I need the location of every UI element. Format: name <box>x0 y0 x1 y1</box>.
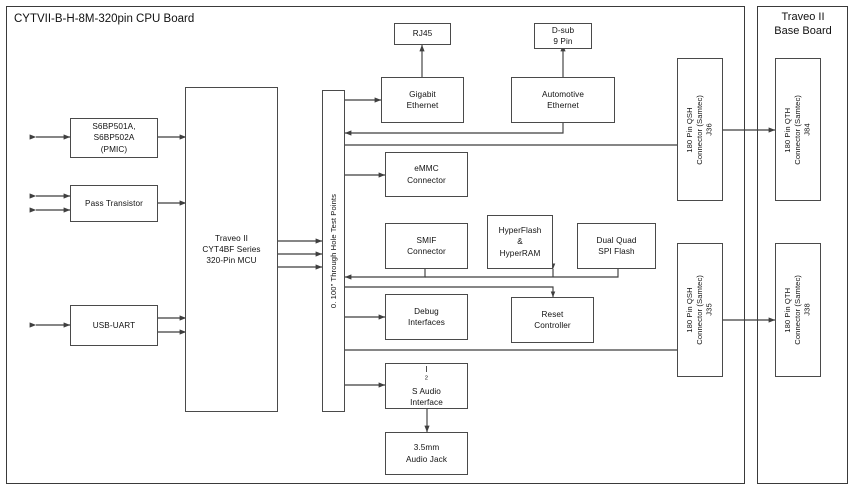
block-emmc-connector-label: eMMC Connector <box>407 164 446 185</box>
connector-qsh-j36[interactable]: 180 Pin QSH Connector (Samtec) J36 <box>677 58 723 201</box>
connector-qsh-j36-label: 180 Pin QSH Connector (Samtec) J36 <box>685 94 714 165</box>
block-reset-controller-label: Reset Controller <box>534 309 571 330</box>
connector-qth-j38[interactable]: 180 Pin QTH Connector (Samtec) J38 <box>775 243 821 377</box>
block-dsub-9pin-label: D-sub 9 Pin <box>551 25 575 46</box>
block-dual-quad-spi-flash-label: Dual Quad SPI Flash <box>596 235 637 256</box>
block-audio-jack[interactable]: 3.5mm Audio Jack <box>385 432 468 475</box>
block-debug-interfaces[interactable]: Debug Interfaces <box>385 294 468 340</box>
block-usb-uart[interactable]: USB-UART <box>70 305 158 346</box>
connector-qsh-j35[interactable]: 180 Pin QSH Connector (Samtec) J35 <box>677 243 723 377</box>
block-hyperflash-hyperram-label: HyperFlash & HyperRAM <box>498 226 542 258</box>
frame-base-board <box>757 6 848 484</box>
block-emmc-connector[interactable]: eMMC Connector <box>385 152 468 197</box>
block-rj45[interactable]: RJ45 <box>394 23 451 45</box>
block-rj45-label: RJ45 <box>412 29 433 39</box>
block-automotive-ethernet[interactable]: Automotive Ethernet <box>511 77 615 123</box>
block-test-points-label: 0. 100" Through Hole Test Points <box>328 193 338 309</box>
block-pmic[interactable]: S6BP501A, S6BP502A (PMIC) <box>70 118 158 158</box>
cpu-board-title: CYTVII-B-H-8M-320pin CPU Board <box>14 13 195 25</box>
block-automotive-ethernet-label: Automotive Ethernet <box>542 89 584 110</box>
connector-qsh-j35-label: 180 Pin QSH Connector (Samtec) J35 <box>685 275 714 345</box>
block-debug-interfaces-label: Debug Interfaces <box>408 306 445 327</box>
i2s-prefix: I <box>425 364 428 374</box>
block-gigabit-ethernet[interactable]: Gigabit Ethernet <box>381 77 464 123</box>
block-hyperflash-hyperram[interactable]: HyperFlash & HyperRAM <box>487 215 553 269</box>
i2s-suffix: S Audio Interface <box>410 387 443 408</box>
connector-qth-j84[interactable]: 180 Pin QTH Connector (Samtec) J84 <box>775 58 821 201</box>
connector-qth-j84-label: 180 Pin QTH Connector (Samtec) J84 <box>783 94 812 165</box>
block-pass-transistor-label: Pass Transistor <box>85 198 143 208</box>
block-traveo-mcu-label: Traveo II CYT4BF Series 320-Pin MCU <box>202 233 261 266</box>
block-test-points[interactable]: 0. 100" Through Hole Test Points <box>322 90 345 412</box>
frame-cpu-board <box>6 6 745 484</box>
block-pmic-label: S6BP501A, S6BP502A (PMIC) <box>92 122 136 154</box>
block-reset-controller[interactable]: Reset Controller <box>511 297 594 343</box>
i2s-superscript: 2 <box>424 375 429 382</box>
base-board-title: Traveo II Base Board <box>774 11 832 37</box>
block-dsub-9pin[interactable]: D-sub 9 Pin <box>534 23 592 49</box>
block-dual-quad-spi-flash[interactable]: Dual Quad SPI Flash <box>577 223 656 269</box>
block-smif-connector[interactable]: SMIF Connector <box>385 223 468 269</box>
block-usb-uart-label: USB-UART <box>92 320 136 330</box>
connector-qth-j38-label: 180 Pin QTH Connector (Samtec) J38 <box>783 275 812 345</box>
block-audio-jack-label: 3.5mm Audio Jack <box>405 443 448 464</box>
block-smif-connector-label: SMIF Connector <box>407 235 446 256</box>
block-traveo-mcu[interactable]: Traveo II CYT4BF Series 320-Pin MCU <box>185 87 278 412</box>
block-pass-transistor[interactable]: Pass Transistor <box>70 185 158 222</box>
block-gigabit-ethernet-label: Gigabit Ethernet <box>406 89 439 110</box>
